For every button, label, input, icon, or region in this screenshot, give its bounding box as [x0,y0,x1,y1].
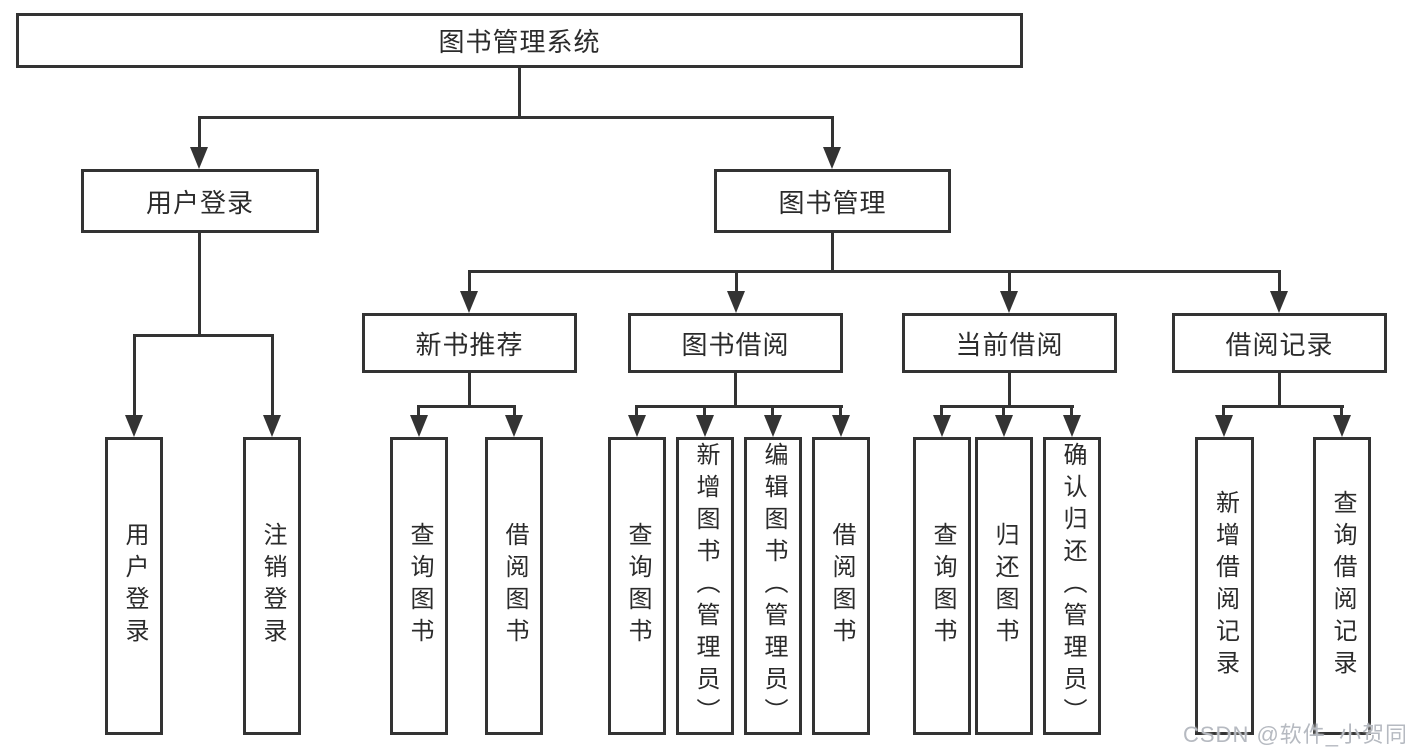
arrowhead [832,415,850,437]
node-new-book-recommend: 新书推荐 [362,313,577,373]
leaf-label-recommend-query-books: 查询图书 [406,522,433,650]
leaf-label-edit-books-admin: 编辑图书（管理员） [760,442,787,730]
connector-records-stem [1278,371,1281,408]
node-user-login: 用户登录 [81,169,319,233]
node-label-root: 图书管理系统 [438,27,601,57]
arrowhead [460,291,478,313]
arrowhead [764,415,782,437]
leaf-recommend-query-books: 查询图书 [390,437,448,735]
arrowhead [410,415,428,437]
leaf-borrowing-query-books: 查询图书 [608,437,666,735]
arrowhead [696,415,714,437]
leaf-user-login: 用户登录 [105,437,163,735]
arrowhead [125,415,143,437]
leaf-label-current-query-books: 查询图书 [929,522,956,650]
node-label-book-borrowing: 图书借阅 [681,329,790,360]
leaf-label-query-borrow-record: 查询借阅记录 [1329,490,1356,682]
leaf-add-books-admin: 新增图书（管理员） [676,437,734,735]
leaf-borrowing-borrow-books: 借阅图书 [812,437,870,735]
connector-drop-borrowing-borrow [839,405,842,417]
leaf-confirm-return-admin: 确认归还（管理员） [1043,437,1101,735]
arrowhead [727,291,745,313]
arrowhead [263,415,281,437]
connector-drop-recommend-query [417,405,420,417]
arrowhead [1333,415,1351,437]
arrowhead [505,415,523,437]
connector-user-login-stem [198,233,201,337]
node-book-management: 图书管理 [714,169,951,233]
leaf-label-borrowing-query-books: 查询图书 [624,522,651,650]
connector-borrowing-rail [635,405,843,408]
connector-drop-current-borrowing [1008,270,1011,292]
connector-borrowing-stem [734,371,737,408]
leaf-logout: 注销登录 [243,437,301,735]
node-library-management-system: 图书管理系统 [16,13,1023,68]
connector-current-stem [1008,371,1011,408]
leaf-label-add-borrow-record: 新增借阅记录 [1211,490,1239,682]
leaf-label-logout: 注销登录 [259,522,286,650]
connector-drop-current-query [940,405,943,417]
node-label-borrowing-records: 借阅记录 [1225,329,1334,360]
leaf-current-query-books: 查询图书 [913,437,971,735]
leaf-add-borrow-record: 新增借阅记录 [1195,437,1254,735]
arrowhead [1270,291,1288,313]
leaf-recommend-borrow-books: 借阅图书 [485,437,543,735]
connector-drop-borrowing-records [1278,270,1281,292]
connector-drop-user-login [198,116,201,149]
leaf-edit-books-admin: 编辑图书（管理员） [744,437,802,735]
leaf-label-return-books: 归还图书 [991,522,1018,650]
connector-book-management-stem [831,233,834,272]
leaf-label-confirm-return-admin: 确认归还（管理员） [1059,442,1086,730]
connector-root-stem [518,68,521,118]
connector-drop-borrowing-query [635,405,638,417]
leaf-label-borrowing-borrow-books: 借阅图书 [828,522,855,650]
connector-drop-book-borrowing [735,270,738,292]
node-borrowing-records: 借阅记录 [1172,313,1387,373]
arrowhead [1215,415,1233,437]
connector-drop-query-record [1340,405,1343,417]
node-book-borrowing: 图书借阅 [628,313,843,373]
connector-drop-add-record [1222,405,1225,417]
arrowhead [995,415,1013,437]
node-label-user-login: 用户登录 [145,187,254,218]
connector-drop-user-login-leaf [133,334,136,417]
connector-drop-new-book-recommend [468,270,471,292]
node-label-book-management: 图书管理 [778,187,887,218]
arrowhead [933,415,951,437]
connector-root-rail [198,116,834,119]
connector-drop-book-management [831,116,834,149]
arrowhead [628,415,646,437]
arrowhead [823,147,841,169]
connector-recommend-stem [468,371,471,408]
connector-drop-return-books [1002,405,1005,417]
csdn-watermark: CSDN @软件_小贺同学 [1183,722,1405,747]
connector-drop-confirm-return [1070,405,1073,417]
connector-drop-edit-books [771,405,774,417]
leaf-return-books: 归还图书 [975,437,1033,735]
connector-current-rail [940,405,1074,408]
connector-drop-logout [271,334,274,417]
arrowhead [1063,415,1081,437]
node-label-new-book-recommend: 新书推荐 [415,329,524,360]
arrowhead [1000,291,1018,313]
arrowhead [190,147,208,169]
node-current-borrowing: 当前借阅 [902,313,1117,373]
leaf-label-user-login: 用户登录 [121,522,148,650]
connector-recommend-rail [417,405,516,408]
connector-book-management-rail [468,270,1281,273]
node-label-current-borrowing: 当前借阅 [955,329,1064,360]
connector-records-rail [1222,405,1344,408]
connector-user-login-rail [133,334,274,337]
connector-drop-recommend-borrow [513,405,516,417]
leaf-label-add-books-admin: 新增图书（管理员） [692,442,719,730]
leaf-query-borrow-record: 查询借阅记录 [1313,437,1371,735]
leaf-label-recommend-borrow-books: 借阅图书 [501,522,528,650]
connector-drop-add-books [703,405,706,417]
